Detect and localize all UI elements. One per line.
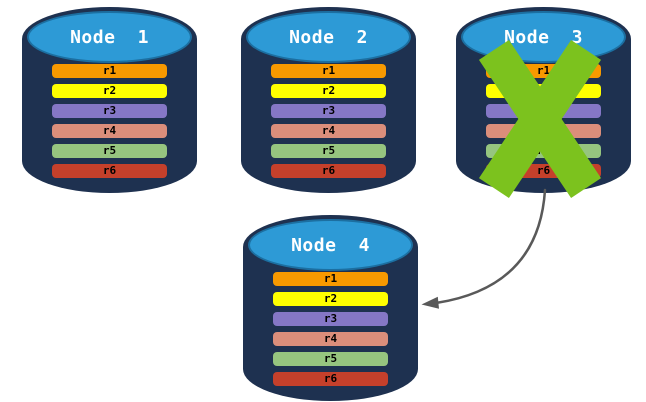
replica-row-r2: r2	[273, 292, 388, 306]
arrow-curve	[434, 188, 547, 305]
db-node-4: Node 4 r1 r2 r3 r4 r5 r6	[243, 215, 418, 401]
x-mark-icon	[478, 39, 602, 199]
replica-rows: r1 r2 r3 r4 r5 r6	[52, 64, 167, 184]
replica-rows: r1 r2 r3 r4 r5 r6	[273, 272, 388, 392]
replica-row-r1: r1	[273, 272, 388, 286]
replica-row-r5: r5	[271, 144, 386, 158]
replica-row-r6: r6	[52, 164, 167, 178]
node-title: Node 3	[504, 27, 583, 48]
db-node-1: Node 1 r1 r2 r3 r4 r5 r6	[22, 7, 197, 193]
replica-row-r4: r4	[52, 124, 167, 138]
replica-row-r2: r2	[271, 84, 386, 98]
db-node-2: Node 2 r1 r2 r3 r4 r5 r6	[241, 7, 416, 193]
replica-row-r1: r1	[271, 64, 386, 78]
replica-row-r4: r4	[273, 332, 388, 346]
arrow-head-icon	[421, 296, 439, 309]
cylinder-top: Node 4	[248, 219, 413, 271]
replica-row-r4: r4	[271, 124, 386, 138]
node-title: Node 4	[291, 235, 370, 256]
node-title: Node 2	[289, 27, 368, 48]
replica-row-r3: r3	[52, 104, 167, 118]
replica-row-r3: r3	[271, 104, 386, 118]
replica-row-r5: r5	[52, 144, 167, 158]
node-title: Node 1	[70, 27, 149, 48]
cylinder-top: Node 1	[27, 11, 192, 63]
replica-row-r6: r6	[273, 372, 388, 386]
replica-row-r6: r6	[271, 164, 386, 178]
replica-rows: r1 r2 r3 r4 r5 r6	[271, 64, 386, 184]
cylinder-top: Node 2	[246, 11, 411, 63]
replica-row-r3: r3	[273, 312, 388, 326]
replica-row-r2: r2	[52, 84, 167, 98]
replica-row-r1: r1	[52, 64, 167, 78]
replica-row-r5: r5	[273, 352, 388, 366]
